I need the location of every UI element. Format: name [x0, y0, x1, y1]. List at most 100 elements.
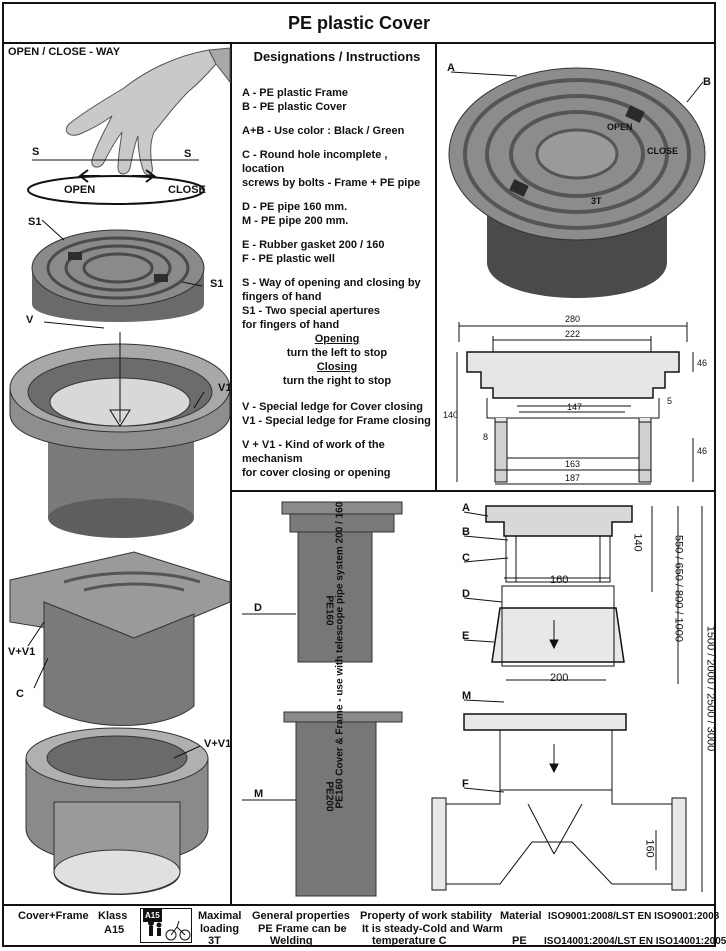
- footer-loading-value: 3T: [208, 935, 221, 947]
- item-v-v1: V + V1 - Kind of work of the mechanism f…: [242, 439, 391, 479]
- assembly-dim-140: 140: [631, 533, 644, 552]
- footer-property-1: It is steady-Cold and Warm: [362, 923, 503, 935]
- assembly-dim-160: 160: [550, 574, 569, 586]
- item-a: A - PE plastic Frame: [242, 87, 348, 99]
- cover-illustration: [31, 229, 205, 322]
- closing-heading: Closing: [316, 361, 358, 373]
- label-v1: V1: [218, 382, 232, 394]
- spec-footer: Cover+Frame Klass A15 A15 Maximal loadin…: [4, 904, 726, 947]
- footer-iso14001: ISO14001:2004/LST EN ISO14001:2005: [544, 936, 726, 947]
- pipe-label-m: M: [254, 788, 264, 800]
- label-c: C: [16, 688, 24, 700]
- assembly-dim-total: 1500 / 2000 / 2500 / 3000: [704, 625, 717, 752]
- label-s-right: S: [184, 148, 192, 160]
- item-e: E - Rubber gasket 200 / 160: [242, 239, 385, 251]
- section-drawing: [456, 322, 694, 485]
- assembly-panel: PE160 Cover & Frame - use with telescope…: [232, 492, 717, 904]
- footer-pe: PE: [512, 935, 527, 947]
- assembly-dim-160-bottom: 160: [643, 839, 656, 858]
- pedestrian-bicycle-icon: [148, 920, 191, 941]
- instructions-list: Designations / Instructions A - PE plast…: [242, 50, 432, 490]
- pipe-200: [283, 711, 403, 897]
- pipe-160: [281, 501, 403, 663]
- footer-iso9001: ISO9001:2008/LST EN ISO9001:2008: [548, 911, 720, 922]
- item-c: C - Round hole incomplete , location scr…: [242, 149, 421, 189]
- section-illustration: [9, 551, 231, 726]
- label-s-left: S: [32, 146, 40, 158]
- assembly-label-b: B: [462, 526, 470, 538]
- assembly-dim-heights: 550 / 650 / 800 / 1000: [672, 534, 685, 643]
- lid-text-open: OPEN: [607, 122, 633, 132]
- footer-klass-value: A15: [104, 924, 125, 936]
- item-v: V - Special ledge for Cover closing: [242, 401, 423, 413]
- dim-280: 280: [565, 314, 581, 324]
- footer-general-1: PE Frame can be: [258, 923, 347, 935]
- dim-5: 5: [667, 396, 673, 406]
- frame-illustration: [9, 332, 231, 538]
- assembled-illustration: [25, 727, 209, 895]
- hand-illustration: [65, 47, 231, 176]
- open-close-illustrations: [9, 47, 231, 895]
- item-d: D - PE pipe 160 mm.: [242, 201, 348, 213]
- assembly-label-c: C: [462, 552, 470, 564]
- label-v: V: [26, 314, 34, 326]
- load-class-icon: A15: [140, 908, 192, 943]
- assembly-section: [431, 505, 703, 892]
- render-label-b: B: [703, 76, 711, 88]
- assembly-label-f: F: [462, 778, 469, 790]
- assembly-label-e: E: [462, 630, 470, 642]
- footer-general: General properties: [252, 910, 350, 922]
- label-v-v1-a: V+V1: [8, 646, 36, 658]
- label-s1-a: S1: [28, 216, 42, 228]
- item-v1: V1 - Special ledge for Frame closing: [242, 415, 431, 427]
- item-s1: S1 - Two special apertures for fingers o…: [242, 305, 380, 331]
- opening-text: turn the left to stop: [286, 347, 388, 359]
- dim-8: 8: [483, 432, 489, 442]
- footer-material: Material: [500, 910, 542, 922]
- assembly-drawing: [242, 501, 703, 897]
- dim-46-top: 46: [697, 358, 708, 368]
- footer-property-2: temperature C: [372, 935, 447, 947]
- opening-heading: Opening: [314, 333, 360, 345]
- item-m: M - PE pipe 200 mm.: [242, 215, 349, 227]
- footer-loading: loading: [200, 923, 240, 935]
- dim-163: 163: [565, 459, 581, 469]
- dim-46-bottom: 46: [697, 446, 708, 456]
- cover-drawing-panel: A B 280 222 46 140 147 5 8 46 163 187 OP…: [437, 42, 714, 492]
- dim-222: 222: [565, 329, 581, 339]
- assembly-label-a: A: [462, 502, 470, 514]
- pipe-160-text: PE160: [323, 595, 335, 626]
- dim-140: 140: [443, 410, 459, 420]
- open-close-column: OPEN / CLOSE - WAY: [4, 42, 232, 904]
- label-v-v1-b: V+V1: [204, 738, 232, 750]
- item-b: B - PE plastic Cover: [242, 101, 347, 113]
- assembly-label-m: M: [462, 690, 472, 702]
- assembly-dim-200: 200: [550, 672, 569, 684]
- label-open: OPEN: [64, 184, 96, 196]
- instructions-panel: Designations / Instructions A - PE plast…: [232, 42, 437, 492]
- footer-cover-frame: Cover+Frame: [18, 910, 89, 922]
- footer-property: Property of work stability: [360, 910, 493, 922]
- assembly-label-d: D: [462, 588, 470, 600]
- load-class-icon-label: A15: [143, 909, 162, 922]
- lid-brand: 3T: [591, 196, 602, 206]
- lid-text-close: CLOSE: [647, 146, 679, 156]
- dim-187: 187: [565, 473, 581, 483]
- open-close-heading: OPEN / CLOSE - WAY: [8, 46, 121, 58]
- label-s1-b: S1: [210, 278, 224, 290]
- footer-maximal: Maximal: [198, 910, 242, 922]
- pipe-200-text: PE200: [323, 781, 335, 812]
- page-title: PE plastic Cover: [4, 4, 714, 44]
- label-close: CLOSE: [168, 184, 206, 196]
- render-label-a: A: [447, 62, 455, 74]
- closing-text: turn the right to stop: [282, 375, 392, 387]
- footer-general-2: Welding: [270, 935, 313, 947]
- pipe-label-d: D: [254, 602, 262, 614]
- dim-147: 147: [567, 402, 583, 412]
- cover-technical-drawing: [448, 67, 706, 485]
- assembly-vertical-caption: PE160 Cover & Frame - use with telescope…: [334, 501, 346, 809]
- item-ab: A+B - Use color : Black / Green: [242, 125, 405, 137]
- instructions-heading: Designations / Instructions: [253, 49, 421, 64]
- footer-klass: Klass: [98, 910, 128, 922]
